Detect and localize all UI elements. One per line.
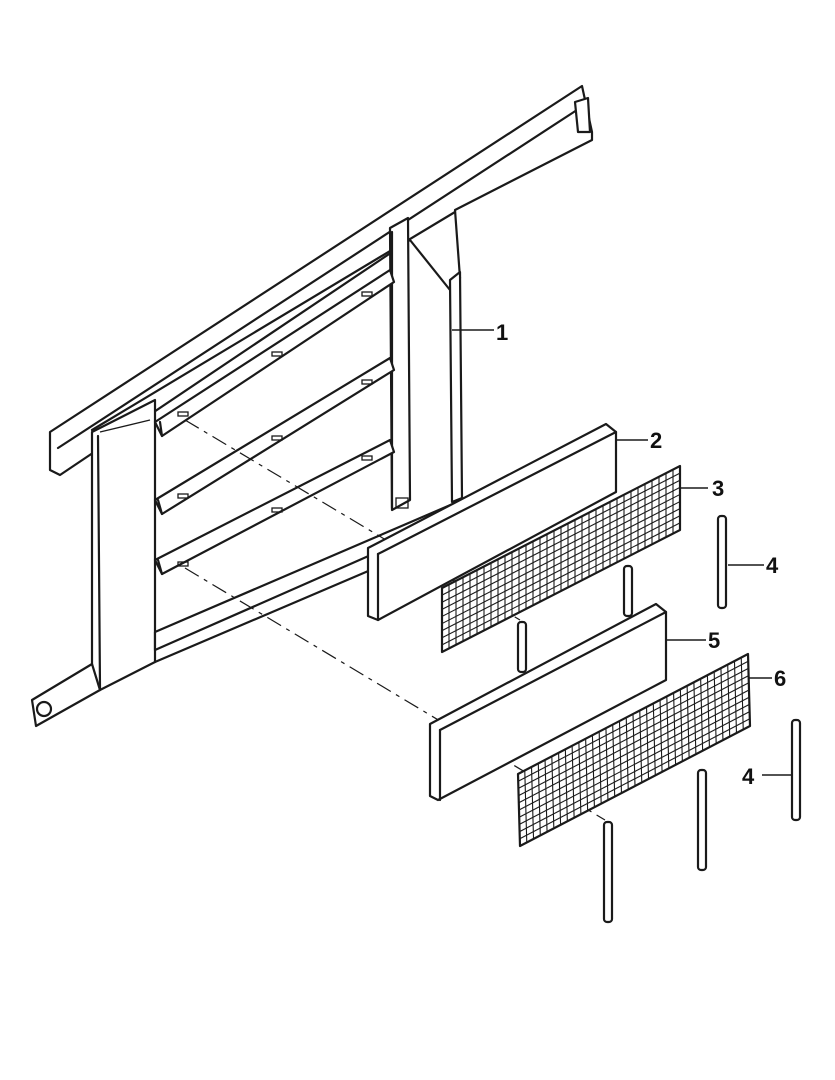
mesh-wire: [519, 718, 751, 840]
mesh-wire: [441, 515, 681, 639]
mesh-wire: [518, 689, 750, 811]
callout-frame: 1: [496, 320, 508, 345]
mesh-wire: [441, 493, 681, 617]
pin: [622, 564, 634, 618]
mesh-wire: [519, 711, 750, 833]
callout-filter-panel-upper: 2: [650, 428, 662, 453]
mesh-wire: [518, 675, 749, 797]
mesh-wire: [441, 479, 681, 603]
mesh-wire: [441, 472, 681, 596]
callout-mesh-upper: 3: [712, 476, 724, 501]
pin: [696, 768, 708, 872]
frame-assembly: [30, 84, 594, 728]
mesh-wire: [517, 660, 749, 782]
filter-panel-upper: [366, 422, 618, 622]
mesh-screen-lower: [516, 652, 752, 848]
guide-channels: [153, 268, 409, 576]
callout-pins-upper: 4: [766, 553, 779, 578]
pin: [602, 820, 614, 924]
callout-mesh-lower: 6: [774, 666, 786, 691]
pin: [716, 514, 728, 610]
pin: [516, 620, 528, 674]
mesh-wire: [518, 696, 750, 818]
mesh-wire: [518, 667, 749, 789]
filter-panel-lower: [428, 602, 668, 802]
pin: [790, 718, 802, 822]
callout-pins-lower: 4: [742, 764, 755, 789]
mesh-wire: [441, 522, 681, 646]
frame-foot: [30, 662, 102, 728]
callout-labels: 1 2 3 4 5 6 4: [452, 320, 792, 789]
mesh-screen-upper: [440, 464, 682, 654]
frame-left-post: [90, 398, 157, 692]
mesh-wire: [518, 682, 750, 804]
mesh-wire: [441, 508, 681, 632]
frame-right-post: [448, 270, 464, 504]
mesh-wire: [441, 486, 681, 610]
foot-mount-hole: [35, 700, 53, 718]
callout-filter-panel-lower: 5: [708, 628, 720, 653]
mesh-wire: [441, 501, 681, 625]
mesh-wire: [519, 703, 750, 825]
retaining-pins: [516, 514, 802, 924]
